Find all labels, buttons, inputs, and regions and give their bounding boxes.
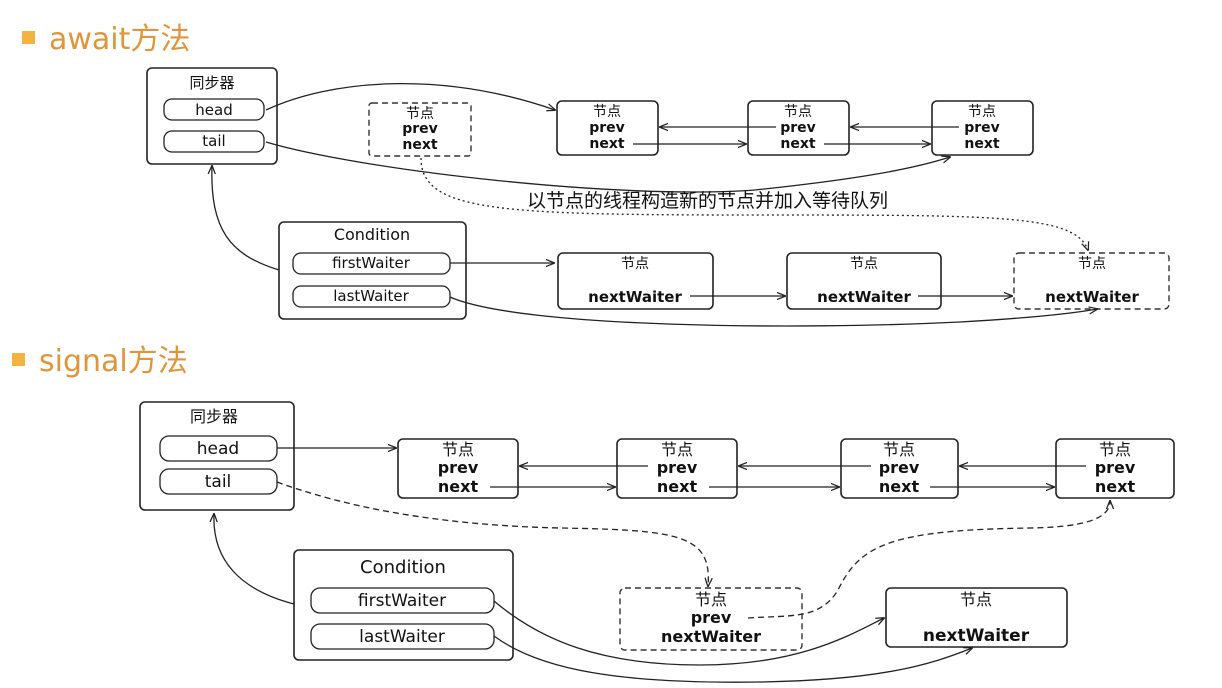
node-label: 节点 <box>960 590 992 609</box>
signal-sync-box: 同步器 head tail <box>139 401 295 511</box>
node-label: 节点 <box>621 256 649 272</box>
node-label: 节点 <box>850 256 878 272</box>
tail-dashed-arrow <box>276 481 708 586</box>
head-field <box>163 98 265 121</box>
head-arrow <box>265 83 555 110</box>
await-condition-box: Condition firstWaiter lastWaiter <box>278 221 467 320</box>
first-waiter-label: firstWaiter <box>358 591 446 611</box>
node-prev: prev <box>657 458 698 477</box>
node-label: 节点 <box>1099 440 1131 459</box>
node-next-waiter: nextWaiter <box>923 626 1030 646</box>
node-next: next <box>438 477 479 496</box>
await-sync-box: 同步器 head tail <box>146 67 278 165</box>
last-waiter-label: lastWaiter <box>333 287 409 305</box>
node-prev: prev <box>964 120 1000 136</box>
node-label: 节点 <box>784 104 812 120</box>
await-node-1: 节点 prev next <box>556 100 659 156</box>
node-prev: prev <box>402 121 438 137</box>
await-waiter-3: 节点 nextWaiter <box>1013 252 1170 310</box>
node-label: 节点 <box>1078 256 1106 272</box>
sync-label: 同步器 <box>189 74 234 92</box>
condition-to-sync-arrow <box>212 166 280 271</box>
node-prev: prev <box>879 458 920 477</box>
first-waiter-label: firstWaiter <box>332 254 411 272</box>
condition-label: Condition <box>334 225 410 244</box>
node-next-waiter: nextWaiter <box>661 627 761 646</box>
construct-dotted-arrow <box>420 157 1088 250</box>
await-node-2: 节点 prev next <box>747 100 850 156</box>
tail-label: tail <box>202 132 225 150</box>
signal-waiter-node: 节点 nextWaiter <box>885 587 1068 648</box>
last-waiter-label: lastWaiter <box>359 627 445 647</box>
await-waiter-1: 节点 nextWaiter <box>557 252 714 310</box>
signal-node-4: 节点 prev next <box>1055 438 1175 499</box>
node-prev: prev <box>1095 458 1136 477</box>
await-annotation: 以节点的线程构造新的节点并加入等待队列 <box>527 190 888 212</box>
bullet-icon <box>12 353 25 366</box>
await-node-3: 节点 prev next <box>931 100 1034 156</box>
await-waiter-2: 节点 nextWaiter <box>786 252 942 310</box>
signal-condition-box: Condition firstWaiter lastWaiter <box>293 549 514 661</box>
node-next: next <box>879 477 920 496</box>
await-new-node: 节点 prev next <box>368 102 472 157</box>
prev-dashed-arrow <box>747 501 1110 619</box>
node-label: 节点 <box>661 440 693 459</box>
node-label: 节点 <box>695 590 727 609</box>
node-next-waiter: nextWaiter <box>817 288 911 306</box>
node-next: next <box>780 136 815 152</box>
signal-node-3: 节点 prev next <box>840 438 959 499</box>
signal-node-2: 节点 prev next <box>616 438 738 499</box>
node-label: 节点 <box>406 106 434 122</box>
signal-section-title: signal方法 <box>12 336 188 380</box>
last-waiter-field <box>292 285 451 308</box>
tail-field <box>159 468 278 495</box>
tail-arrow <box>265 141 950 193</box>
node-label: 节点 <box>442 440 474 459</box>
node-label: 节点 <box>593 104 621 120</box>
head-label: head <box>195 101 232 119</box>
condition-label: Condition <box>360 557 446 578</box>
node-next: next <box>1095 477 1136 496</box>
condition-to-sync-arrow <box>214 514 295 605</box>
node-next-waiter: nextWaiter <box>588 288 682 306</box>
node-label: 节点 <box>883 440 915 459</box>
tail-label: tail <box>205 472 232 492</box>
await-title-text: await方法 <box>49 22 191 57</box>
node-prev: prev <box>438 458 479 477</box>
node-next-waiter: nextWaiter <box>1045 288 1139 306</box>
node-next: next <box>964 136 999 152</box>
sync-label: 同步器 <box>190 407 238 426</box>
signal-moving-node: 节点 prev nextWaiter <box>619 587 803 651</box>
node-prev: prev <box>589 120 625 136</box>
node-prev: prev <box>691 608 732 627</box>
signal-title-text: signal方法 <box>39 344 188 379</box>
bullet-icon <box>22 31 35 44</box>
node-label: 节点 <box>968 104 996 120</box>
head-label: head <box>197 439 239 459</box>
node-prev: prev <box>780 120 816 136</box>
last-waiter-arrow <box>449 296 1097 327</box>
await-section-title: await方法 <box>22 14 190 58</box>
tail-field <box>163 130 265 153</box>
node-next: next <box>657 477 698 496</box>
first-waiter-arrow <box>493 600 884 666</box>
node-next: next <box>589 136 624 152</box>
node-next: next <box>402 137 437 153</box>
last-waiter-arrow <box>493 635 972 683</box>
first-waiter-field <box>310 587 495 614</box>
signal-node-1: 节点 prev next <box>397 438 519 499</box>
